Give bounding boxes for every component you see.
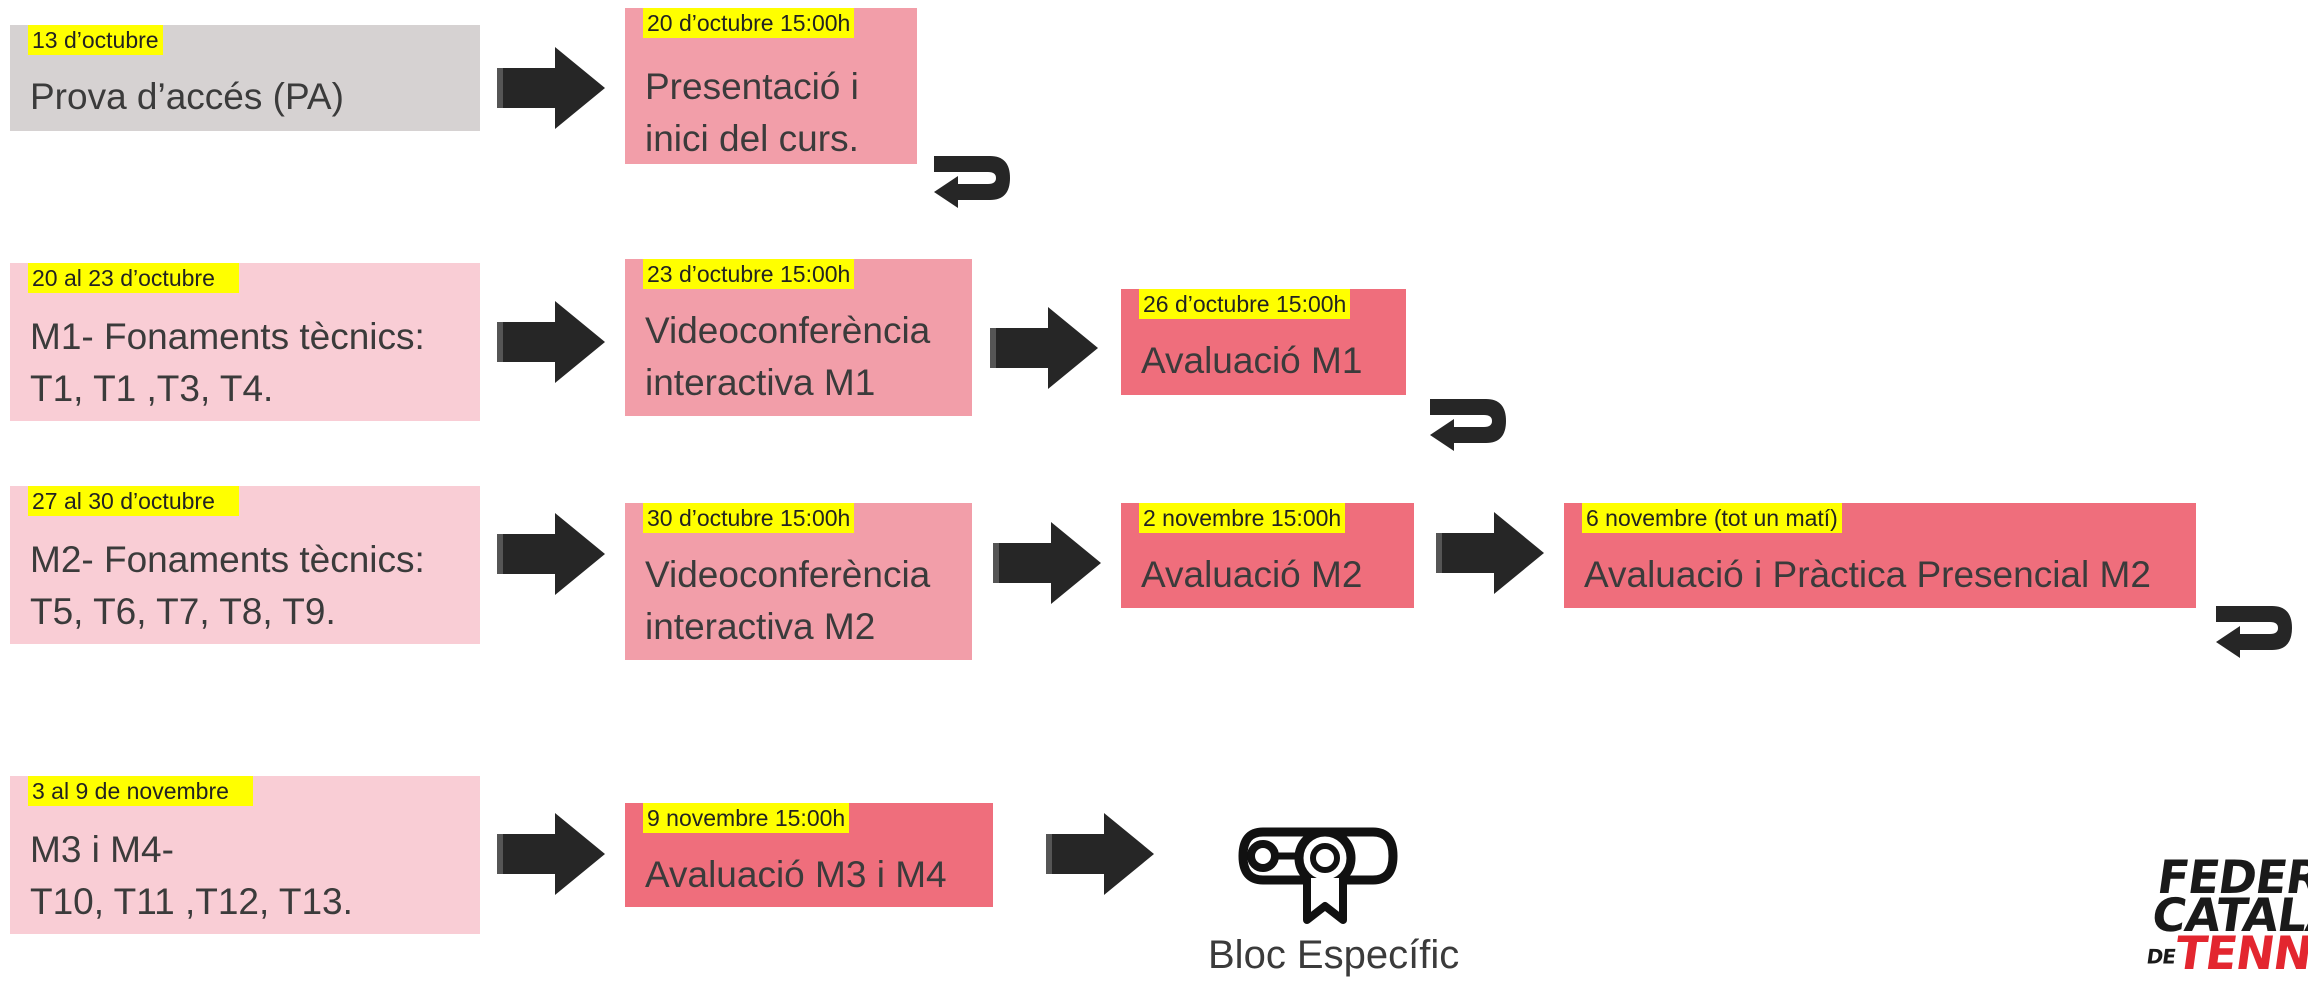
date-label: 6 novembre (tot un matí) [1582,503,1842,533]
date-label: 20 d’octubre 15:00h [643,8,855,38]
date-label: 20 al 23 d’octubre [28,263,239,293]
date-label: 26 d’octubre 15:00h [1139,289,1351,319]
box-video-m2: 30 d’octubre 15:00h Videoconferència int… [625,503,972,660]
arrow-right-icon [1436,512,1544,594]
box-text: M2- Fonaments tècnics: [30,539,425,580]
date-label: 30 d’octubre 15:00h [643,503,855,533]
date-label: 2 novembre 15:00h [1139,503,1346,533]
box-text: T5, T6, T7, T8, T9. [30,591,336,632]
box-text: Avaluació M2 [1141,554,1363,595]
box-m1-topics: 20 al 23 d’octubre M1- Fonaments tècnics… [10,263,480,421]
date-label: 3 al 9 de novembre [28,776,253,806]
box-text: T1, T1 ,T3, T4. [30,368,274,409]
box-eval-m2: 2 novembre 15:00h Avaluació M2 [1121,503,1414,608]
arrow-right-icon [497,813,605,895]
logo-line-3: DETENNIS [2144,926,2308,980]
box-access-test: 13 d’octubre Prova d’accés (PA) [10,25,480,131]
box-text: Videoconferència [645,554,931,595]
arrow-right-icon [993,522,1101,604]
box-text: interactiva M1 [645,362,876,403]
box-m2-topics: 27 al 30 d’octubre M2- Fonaments tècnics… [10,486,480,644]
federation-logo: FEDERAC CATALAI DETENNIS [2143,858,2308,983]
logo-prefix: DE [2145,944,2177,969]
diploma-icon [1238,827,1398,924]
box-text: Avaluació M3 i M4 [645,854,947,895]
arrow-right-icon [990,307,1098,389]
date-label: 27 al 30 d’octubre [28,486,239,516]
uturn-arrow-icon [1430,399,1506,451]
box-presentation: 20 d’octubre 15:00h Presentació i inici … [625,8,917,164]
logo-tennis: TENNIS [2171,926,2308,980]
date-label: 13 d’octubre [28,25,163,55]
box-text: Avaluació i Pràctica Presencial M2 [1584,554,2151,595]
box-text: inici del curs. [645,118,859,159]
box-text: Avaluació M1 [1141,340,1363,381]
arrow-right-icon [497,301,605,383]
uturn-arrow-icon [2216,606,2292,658]
box-practice-m2: 6 novembre (tot un matí) Avaluació i Prà… [1564,503,2196,608]
arrow-right-icon [1046,813,1154,895]
uturn-arrow-icon [934,156,1010,208]
date-label: 9 novembre 15:00h [643,803,850,833]
box-text: interactiva M2 [645,606,876,647]
box-m3-m4-topics: 3 al 9 de novembre M3 i M4- T10, T11 ,T1… [10,776,480,934]
final-block-label: Bloc Específic [1208,933,1460,977]
box-eval-m3-m4: 9 novembre 15:00h Avaluació M3 i M4 [625,803,993,907]
box-text: M3 i M4- [30,829,174,870]
box-text: Videoconferència [645,310,931,351]
box-text: Prova d’accés (PA) [30,76,344,117]
date-label: 23 d’octubre 15:00h [643,259,855,289]
box-video-m1: 23 d’octubre 15:00h Videoconferència int… [625,259,972,416]
arrow-right-icon [497,47,605,129]
box-text: Presentació i [645,66,859,107]
box-eval-m1: 26 d’octubre 15:00h Avaluació M1 [1121,289,1406,395]
box-text: M1- Fonaments tècnics: [30,316,425,357]
arrow-right-icon [497,513,605,595]
box-text: T10, T11 ,T12, T13. [30,881,353,922]
